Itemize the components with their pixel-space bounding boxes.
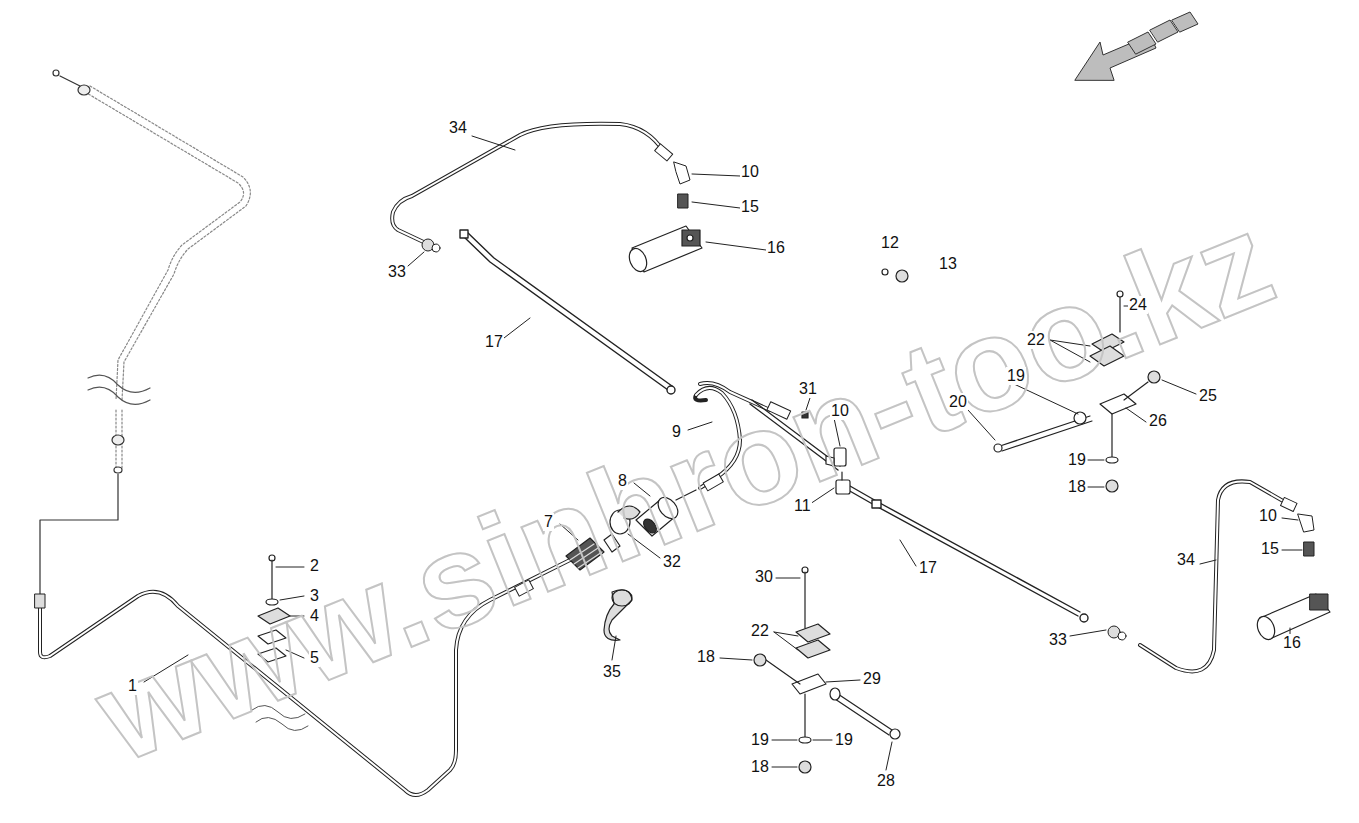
callout-number: 12 <box>880 234 900 252</box>
callout-number: 10 <box>1258 507 1278 525</box>
callout-number: 15 <box>1260 540 1280 558</box>
phantom-pipe <box>85 86 250 470</box>
callout-number: 11 <box>793 497 812 515</box>
callout-number: 31 <box>798 380 818 398</box>
callout-number: 33 <box>1048 631 1068 649</box>
callout-number: 1 <box>127 677 138 695</box>
callout-number: 9 <box>671 423 682 441</box>
callout-number: 30 <box>754 568 774 586</box>
callout-number: 19 <box>750 731 770 749</box>
callout-number: 18 <box>750 758 770 776</box>
callout-number: 35 <box>602 663 622 681</box>
callout-number: 34 <box>1176 551 1196 569</box>
callout-number: 34 <box>448 119 468 137</box>
callout-number: 33 <box>387 263 407 281</box>
callout-number: 25 <box>1198 387 1218 405</box>
callout-number: 15 <box>740 198 760 216</box>
callout-number: 16 <box>1282 634 1302 652</box>
callout-number: 24 <box>1128 296 1148 314</box>
callout-number: 17 <box>918 559 938 577</box>
callout-number: 2 <box>309 557 320 575</box>
callout-number: 7 <box>543 513 554 531</box>
callout-number: 4 <box>309 607 320 625</box>
callout-number: 32 <box>662 553 682 571</box>
callout-number: 29 <box>862 670 882 688</box>
callout-number: 28 <box>876 772 896 790</box>
callout-number: 19 <box>1067 451 1087 469</box>
callout-number: 17 <box>484 333 504 351</box>
callout-number: 13 <box>938 255 958 273</box>
callout-number: 19 <box>834 731 854 749</box>
callout-number: 20 <box>948 393 968 411</box>
direction-arrow <box>1075 12 1198 80</box>
callout-number: 16 <box>766 239 786 257</box>
callout-number: 22 <box>750 622 770 640</box>
callout-number: 18 <box>1067 478 1087 496</box>
callout-number: 10 <box>740 163 760 181</box>
callout-number: 3 <box>309 587 320 605</box>
callout-number: 10 <box>830 402 850 420</box>
callout-number: 26 <box>1148 412 1168 430</box>
callout-number: 5 <box>309 649 320 667</box>
callout-number: 19 <box>1006 367 1026 385</box>
callout-number: 8 <box>617 472 628 490</box>
callout-number: 22 <box>1026 331 1046 349</box>
callout-number: 18 <box>696 648 716 666</box>
